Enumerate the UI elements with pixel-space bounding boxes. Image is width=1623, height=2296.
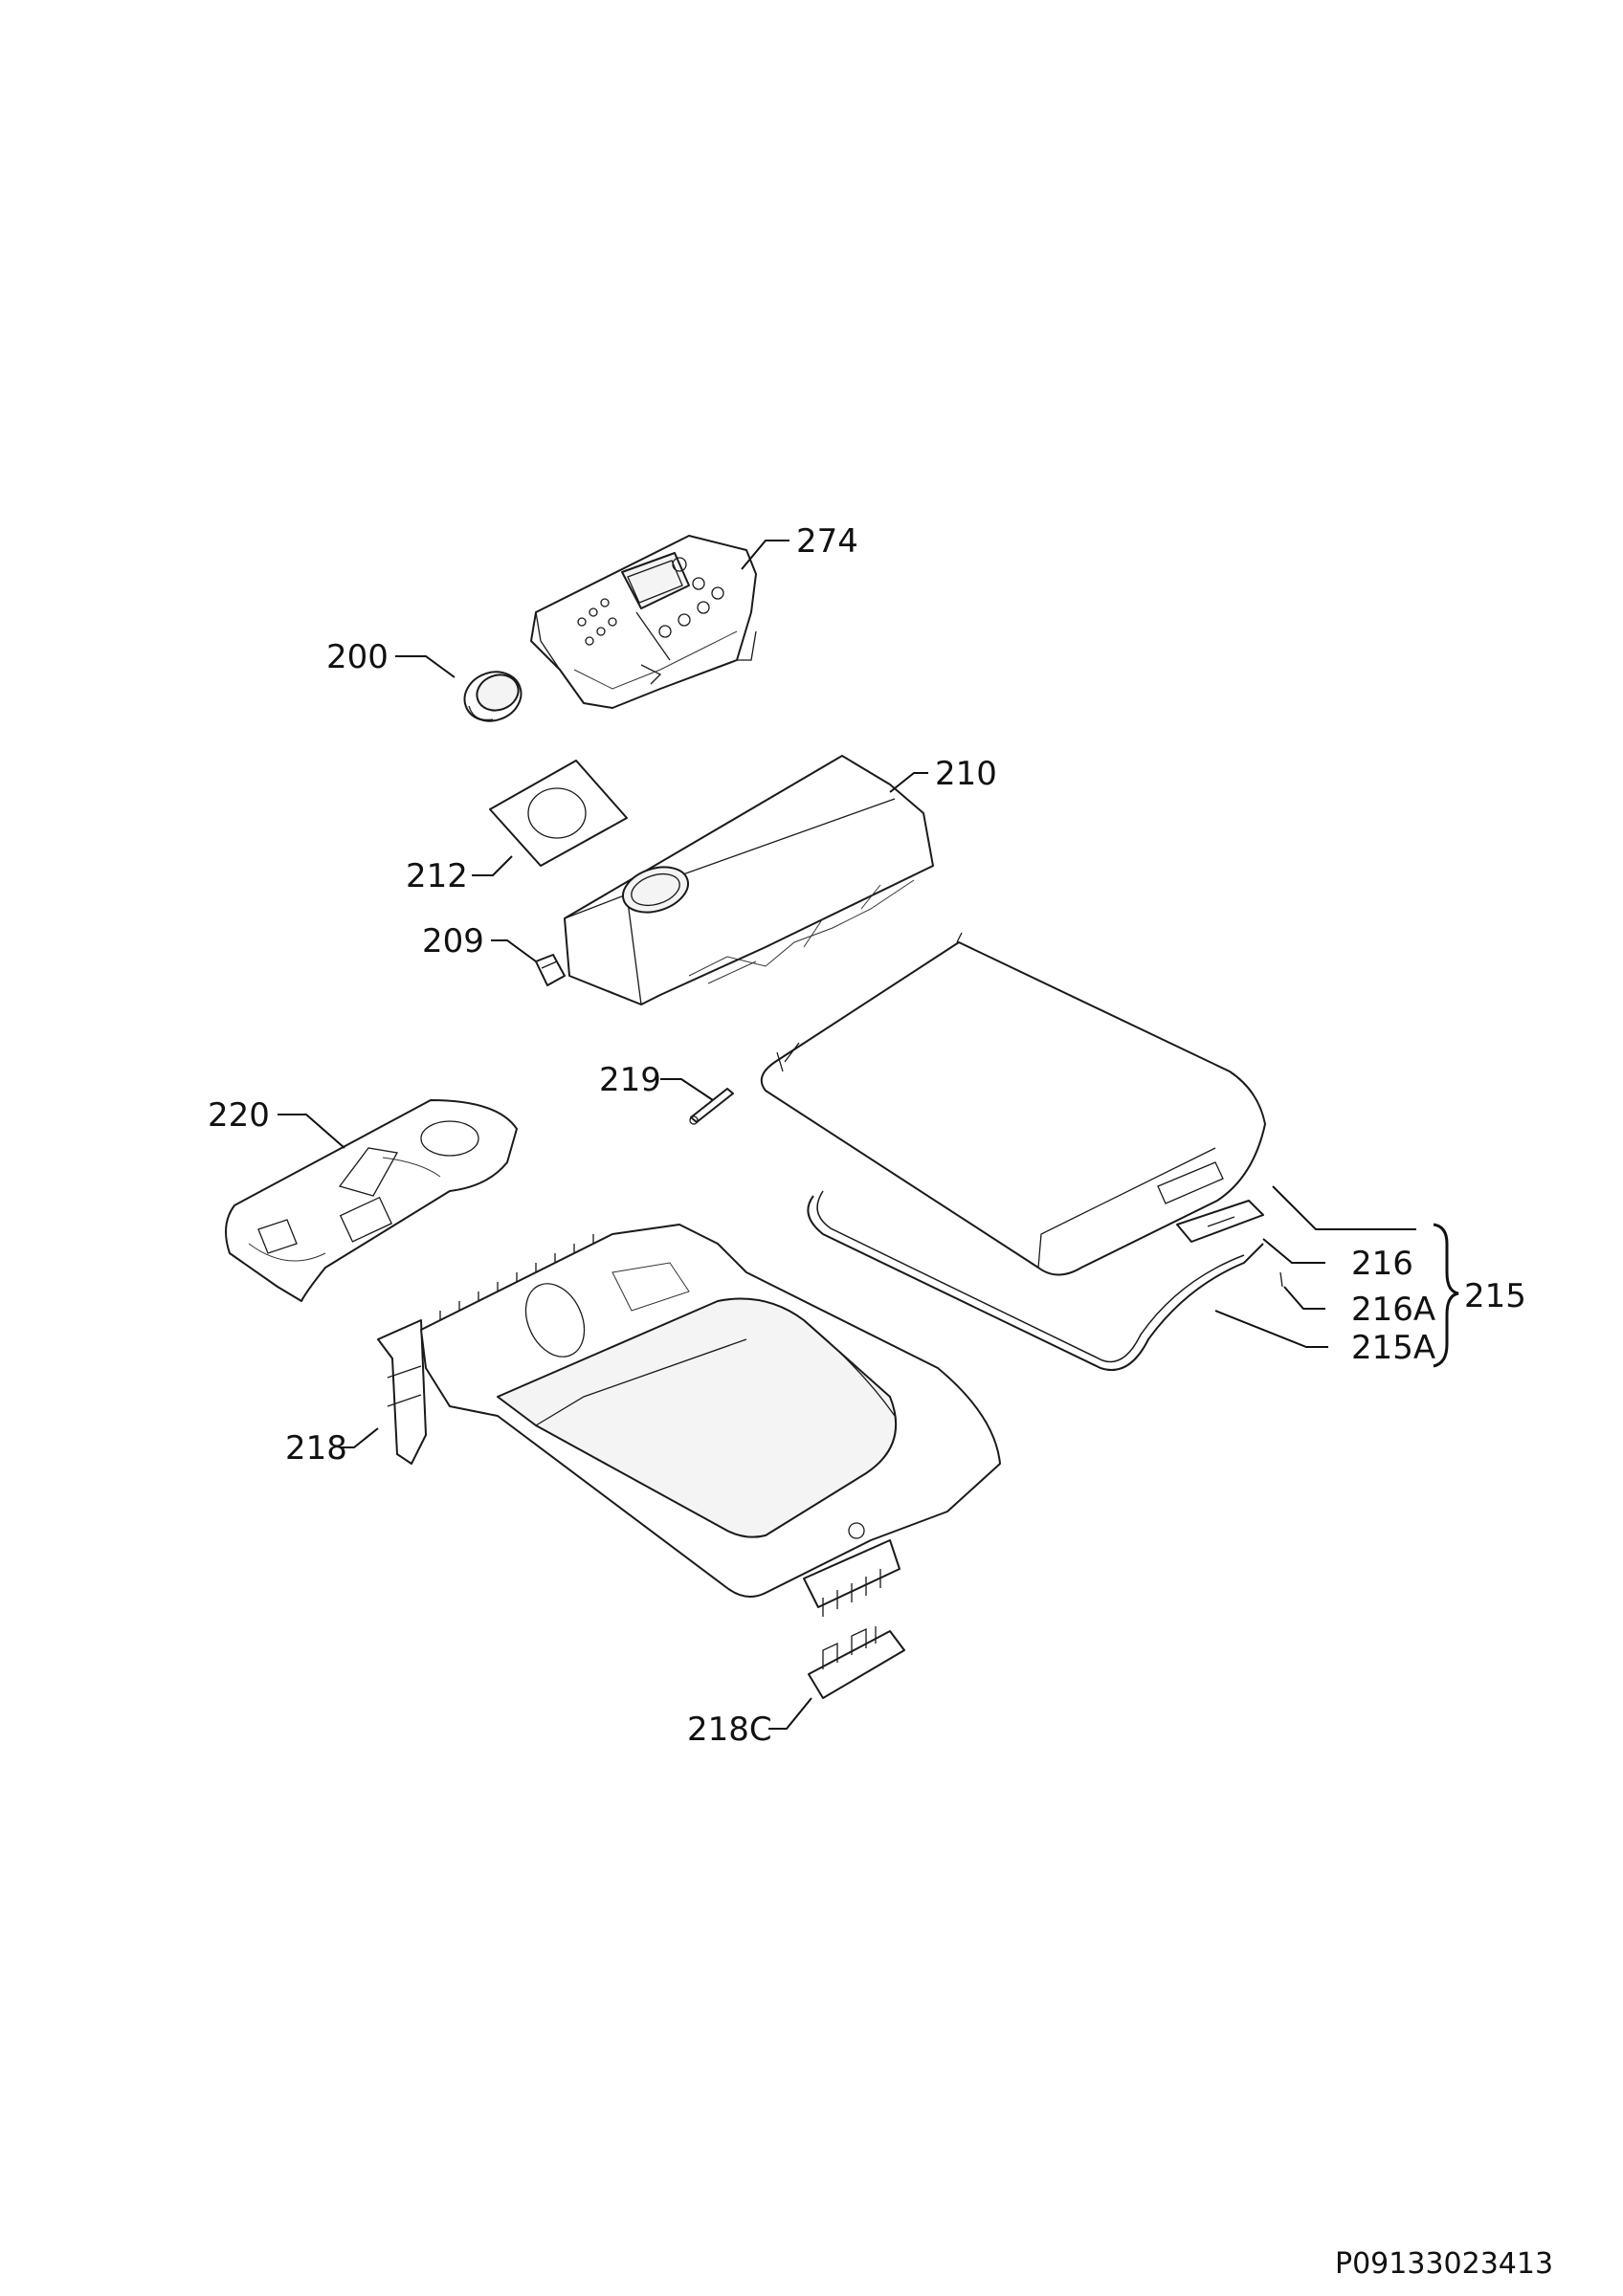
callout-219: 219 xyxy=(599,1061,661,1099)
leader-215a xyxy=(1214,1310,1328,1348)
callout-218: 218 xyxy=(285,1429,347,1468)
part-212-decal xyxy=(489,760,628,867)
part-215a-seal xyxy=(807,1190,1264,1371)
callout-216a: 216A xyxy=(1351,1291,1435,1329)
callout-210: 210 xyxy=(935,755,997,793)
callout-216: 216 xyxy=(1351,1245,1413,1283)
leader-218 xyxy=(340,1427,379,1448)
leader-216-a xyxy=(1272,1185,1416,1230)
leader-209 xyxy=(491,939,537,962)
group-brace-215 xyxy=(1433,1223,1459,1368)
part-200-knob xyxy=(463,671,522,722)
part-210-control-panel xyxy=(564,755,934,1005)
leader-210 xyxy=(889,772,928,793)
document-number: P09133023413 xyxy=(1335,2247,1553,2281)
callout-212: 212 xyxy=(406,857,468,895)
callout-220: 220 xyxy=(208,1096,270,1135)
part-219-pin xyxy=(689,1088,734,1125)
leader-216a xyxy=(1283,1286,1325,1310)
callout-218c: 218C xyxy=(687,1711,772,1749)
part-220-dispenser xyxy=(225,1099,518,1302)
callout-209: 209 xyxy=(422,922,484,960)
callout-200: 200 xyxy=(326,638,389,676)
callout-labels: 274 200 210 212 209 219 220 216 216A 215… xyxy=(208,522,1526,1749)
callout-274: 274 xyxy=(796,522,858,561)
callout-215: 215 xyxy=(1464,1277,1526,1315)
leader-200 xyxy=(395,655,456,678)
part-216-lid xyxy=(760,932,1266,1276)
part-274-control-board xyxy=(530,535,757,709)
part-216a-handle xyxy=(1176,1200,1283,1288)
leader-219 xyxy=(660,1078,714,1101)
part-218c-latch xyxy=(808,1626,905,1699)
leader-220 xyxy=(278,1114,345,1149)
leader-212 xyxy=(472,855,513,876)
leader-274 xyxy=(741,540,789,570)
part-209-switch xyxy=(535,954,566,986)
leader-218c xyxy=(768,1697,812,1730)
leader-lines xyxy=(278,540,1416,1730)
leader-216 xyxy=(1262,1238,1325,1264)
part-218-top-frame xyxy=(377,1224,1001,1617)
callout-215a: 215A xyxy=(1351,1329,1435,1367)
